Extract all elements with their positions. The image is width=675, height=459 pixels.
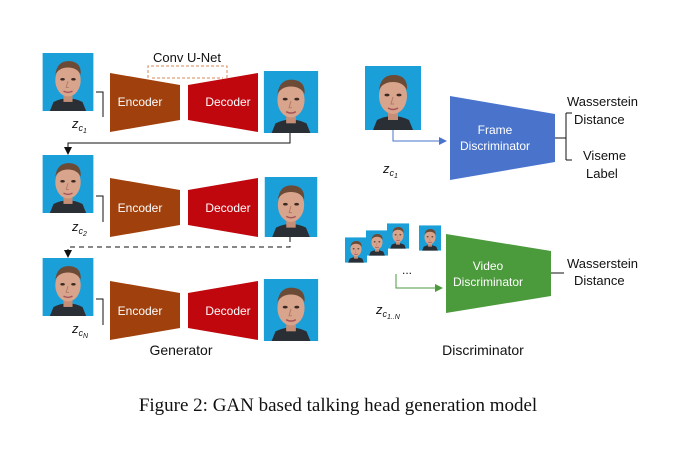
frame-disc-input-arrow: [392, 130, 447, 145]
input-face-2: [41, 155, 95, 213]
decoder-block-1: [188, 73, 258, 132]
frame-output-wasserstein-line1: Wasserstein: [567, 94, 638, 109]
video-output-wasserstein-line2: Distance: [574, 273, 625, 288]
encoder-block-3: [110, 281, 180, 340]
video-frame-3: [387, 222, 409, 250]
video-frame-1: [345, 236, 367, 264]
z-label-1: zc1: [71, 116, 87, 135]
video-disc-input-arrow: [395, 274, 443, 292]
encoder-block-1: [110, 73, 180, 132]
discriminator-title: Discriminator: [442, 342, 524, 358]
video-disc-z-label: zc1..N: [375, 302, 401, 321]
figure-caption: Figure 2: GAN based talking head generat…: [139, 395, 537, 416]
encoder-label-2: Encoder: [118, 201, 163, 215]
frame-disc-z-label: zc1: [382, 161, 398, 180]
frame-disc-input-face: [365, 66, 421, 130]
frame-discriminator-block: [450, 96, 555, 180]
input-connector-3: [96, 298, 104, 325]
encoder-label-1: Encoder: [118, 95, 163, 109]
unet-skip-connection: [147, 65, 228, 78]
input-connector-2: [96, 195, 104, 222]
video-frame-4: [419, 224, 441, 252]
output-face-1: [263, 71, 319, 133]
feedback-arrow-2: [64, 237, 291, 258]
output-face-2: [263, 177, 319, 237]
video-output-wasserstein-line1: Wasserstein: [567, 256, 638, 271]
video-frames-ellipsis: ...: [402, 263, 412, 277]
video-disc-label-line1: Video: [473, 259, 504, 273]
frame-output-wasserstein-line2: Distance: [574, 112, 625, 127]
frame-disc-label-line2: Discriminator: [460, 139, 530, 153]
decoder-label-1: Decoder: [205, 95, 250, 109]
decoder-block-3: [188, 281, 258, 340]
conv-unet-label: Conv U-Net: [153, 50, 221, 65]
decoder-label-2: Decoder: [205, 201, 250, 215]
decoder-block-2: [188, 178, 258, 237]
frame-disc-output-bracket: [555, 112, 572, 161]
z-label-2: zc2: [71, 219, 87, 238]
generator-title: Generator: [149, 342, 212, 358]
output-face-3: [263, 279, 319, 341]
frame-output-viseme-line2: Label: [586, 166, 618, 181]
encoder-label-3: Encoder: [118, 304, 163, 318]
feedback-arrow-1: [64, 133, 291, 155]
video-disc-label-line2: Discriminator: [453, 275, 523, 289]
frame-disc-label-line1: Frame: [478, 123, 513, 137]
input-face-3: [41, 258, 95, 316]
input-connector-1: [96, 91, 104, 117]
z-label-3: zcN: [71, 321, 89, 340]
frame-output-viseme-line1: Viseme: [583, 148, 626, 163]
decoder-label-3: Decoder: [205, 304, 250, 318]
encoder-block-2: [110, 178, 180, 237]
input-face-1: [41, 53, 95, 111]
video-frame-2: [366, 229, 388, 257]
video-discriminator-block: [446, 234, 551, 313]
